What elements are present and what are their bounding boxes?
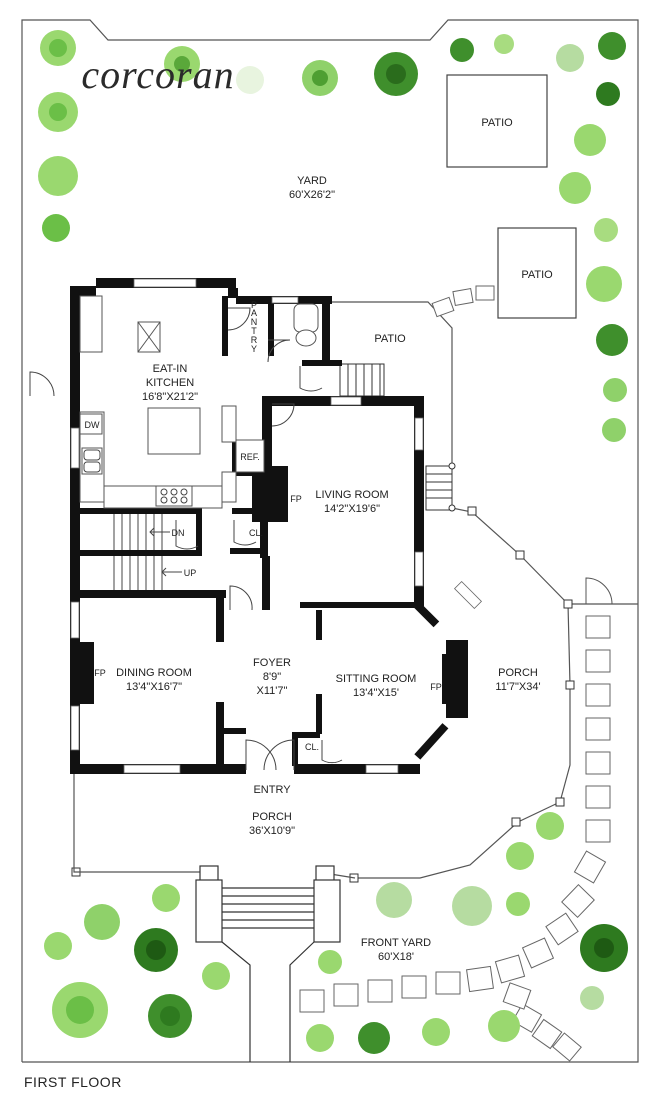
refrigerator-label: REF. bbox=[240, 452, 260, 462]
dining-room-label: DINING ROOM bbox=[116, 667, 192, 679]
pantry-letter-r: R bbox=[251, 335, 258, 345]
kitchen-label-2: KITCHEN bbox=[146, 377, 194, 389]
porch-right-outline bbox=[355, 507, 638, 879]
stepping-stones-rear bbox=[431, 285, 495, 318]
pantry-letter-t: T bbox=[251, 326, 257, 336]
patio-right-label: PATIO bbox=[521, 269, 553, 281]
windows bbox=[70, 278, 483, 774]
gate-right bbox=[585, 577, 613, 605]
brand-logo: corcoran bbox=[81, 52, 234, 97]
living-room-label: LIVING ROOM bbox=[315, 489, 388, 501]
landscaping-plants bbox=[38, 30, 628, 1054]
patio-top-label: PATIO bbox=[481, 117, 513, 129]
living-room-dims: 14'2"X19'6" bbox=[324, 503, 380, 515]
sink-basins bbox=[83, 449, 101, 473]
front-yard-dims: 60'X18' bbox=[378, 951, 414, 963]
pantry-letter-n: N bbox=[251, 317, 258, 327]
rear-steps bbox=[339, 363, 385, 397]
yard-dims: 60'X26'2" bbox=[289, 189, 335, 201]
foyer-dims: 8'9" bbox=[263, 671, 281, 683]
kitchen-dims: 16'8"X21'2" bbox=[142, 391, 198, 403]
stairs-down-label: DN bbox=[172, 528, 185, 538]
dishwasher-label: DW bbox=[85, 420, 100, 430]
stepping-stones-front bbox=[299, 615, 611, 1062]
patio-top bbox=[446, 74, 548, 168]
foyer-label: FOYER bbox=[253, 657, 291, 669]
yard-label: YARD bbox=[297, 175, 327, 187]
porch-front-outline bbox=[73, 772, 356, 879]
closet-lower-label: CL. bbox=[305, 742, 319, 752]
porch-right-dims: 11'7"X34' bbox=[495, 681, 540, 693]
pantry-letter-p: P bbox=[251, 300, 257, 310]
property-boundary bbox=[21, 19, 639, 1063]
sitting-room-dims: 13'4"X15' bbox=[353, 687, 399, 699]
dining-room-dims: 13'4"X16'7" bbox=[126, 681, 182, 693]
porch-front-dims: 36'X10'9" bbox=[249, 825, 295, 837]
entry-label: ENTRY bbox=[253, 784, 291, 796]
pantry-letter-y: Y bbox=[251, 344, 257, 354]
kitchen-fixtures bbox=[79, 295, 319, 509]
front-yard-label: FRONT YARD bbox=[361, 937, 431, 949]
closet-upper-label: CL. bbox=[249, 528, 263, 538]
porch-front-label: PORCH bbox=[252, 811, 292, 823]
interior-stairs bbox=[113, 514, 182, 590]
porch-posts bbox=[71, 506, 575, 883]
patio-right bbox=[497, 227, 577, 319]
front-steps bbox=[195, 865, 341, 1062]
porch-right-label: PORCH bbox=[498, 667, 538, 679]
sitting-room-label: SITTING ROOM bbox=[336, 673, 417, 685]
pantry-letter-a: A bbox=[251, 308, 257, 318]
doors bbox=[29, 307, 343, 771]
stove-burners bbox=[160, 488, 188, 504]
floor-label: FIRST FLOOR bbox=[24, 1074, 122, 1090]
fireplace-living-label: FP bbox=[290, 494, 302, 504]
patio-mid-label: PATIO bbox=[374, 333, 406, 345]
fireplace-dining-label: FP bbox=[94, 668, 106, 678]
living-side-steps bbox=[425, 462, 456, 512]
fireplace-sitting-label: FP bbox=[430, 682, 442, 692]
stairs-up-label: UP bbox=[184, 568, 197, 578]
kitchen-label: EAT-IN bbox=[153, 363, 188, 375]
foyer-dims-2: X11'7" bbox=[257, 685, 288, 697]
